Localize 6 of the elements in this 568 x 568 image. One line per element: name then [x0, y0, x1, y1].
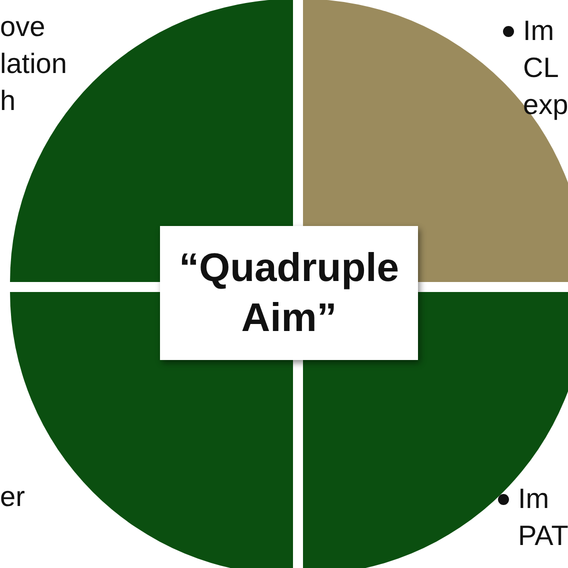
center-title: “Quadruple Aim”	[178, 245, 400, 342]
quadrant-label: ove lation h	[0, 10, 68, 118]
quadrant-label: er	[0, 480, 26, 514]
quadrant-label: Im PAT	[518, 482, 566, 553]
title-box	[160, 226, 418, 360]
quadrant-label: Im CL exp	[523, 14, 568, 122]
